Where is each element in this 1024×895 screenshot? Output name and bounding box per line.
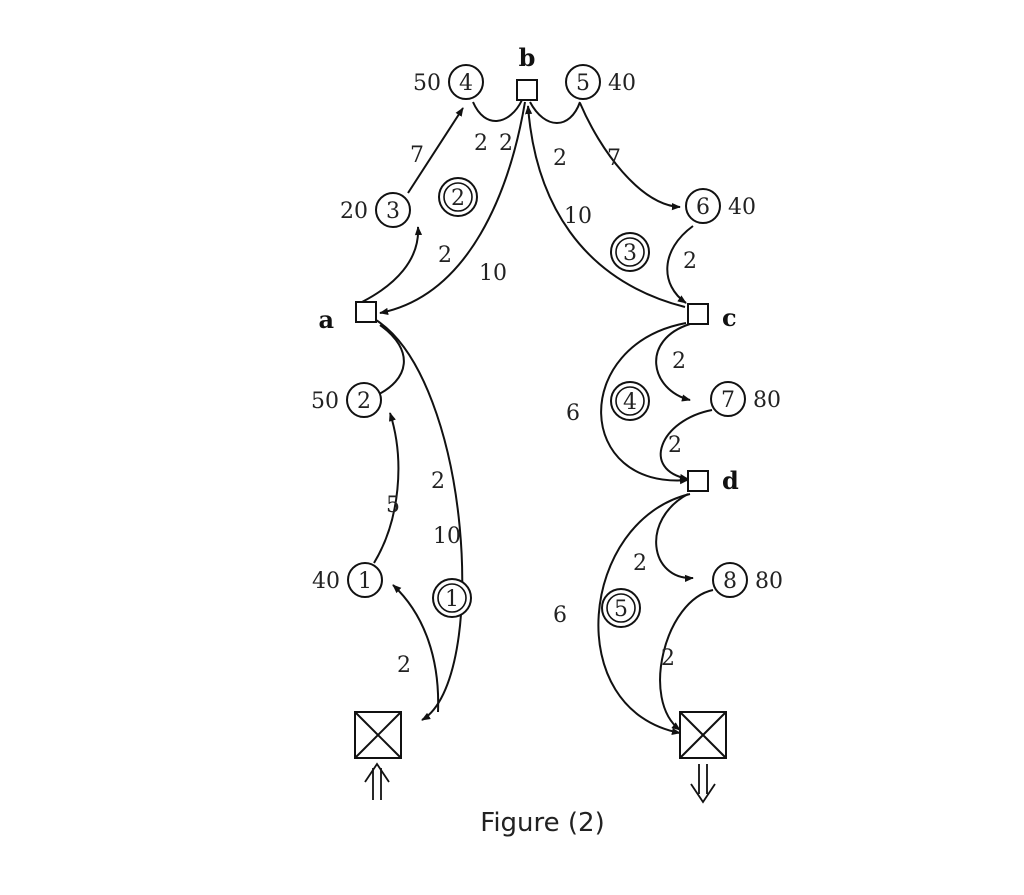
entry-arrow-icon [364,762,390,800]
point-c-square [687,303,709,325]
svg-text:2: 2 [357,389,371,414]
start-depot [354,711,402,759]
svg-text:5: 5 [576,71,590,96]
edge-a-to-3 [361,226,423,303]
point-a-square [355,301,377,323]
node-8-value: 80 [755,569,783,594]
weight-6-c: 2 [683,249,697,274]
weight-a-start-10: 10 [433,524,461,549]
svg-text:4: 4 [459,71,473,96]
node-3-value: 20 [340,199,368,224]
svg-text:7: 7 [721,388,735,413]
node-4: 4 50 [413,64,484,100]
point-b-square [516,79,538,101]
node-1-value: 40 [312,569,340,594]
weight-5-6: 7 [607,146,621,171]
station-1: 1 [432,578,472,618]
svg-text:1: 1 [358,569,372,594]
svg-text:6: 6 [696,195,710,220]
svg-text:2: 2 [451,186,465,211]
node-4-value: 50 [413,71,441,96]
weight-a-start-2: 2 [431,469,445,494]
node-5: 5 40 [565,64,636,100]
station-3: 3 [610,232,650,272]
node-2-value: 50 [311,389,339,414]
weight-4-b: 2 [474,131,488,156]
station-4: 4 [610,381,650,421]
weight-start-1: 2 [397,653,411,678]
node-6: 6 40 [685,188,756,224]
edge-b-to-5 [529,101,581,124]
edge-start-to-1 [392,584,440,713]
svg-text:1: 1 [445,587,459,612]
weight-a-3: 2 [438,243,452,268]
edge-6-to-c [666,225,694,304]
svg-text:4: 4 [623,390,637,415]
point-d-label: d [722,466,739,495]
weight-d-end: 6 [553,603,567,628]
svg-text:8: 8 [723,569,737,594]
figure-caption: Figure (2) [480,808,605,838]
point-d-square [687,470,709,492]
node-2: 2 50 [311,382,382,418]
edge-d-to-8 [655,493,694,582]
svg-text:3: 3 [386,199,400,224]
edge-c-to-d-outer [600,322,689,485]
svg-text:5: 5 [614,597,628,622]
edge-2-to-a [374,324,405,397]
edge-c-to-7 [655,323,691,402]
node-3: 3 20 [340,192,411,228]
edge-8-to-end [659,589,714,731]
weight-c-d-outer: 6 [566,401,580,426]
weight-7-d: 2 [668,433,682,458]
point-b-label: b [519,43,536,72]
node-1: 1 40 [312,562,383,598]
weight-c-b: 10 [564,204,592,229]
weight-b-a-2: 2 [499,131,513,156]
edge-7-to-d [659,409,713,482]
end-depot [679,711,727,759]
edge-3-to-4 [407,107,464,194]
edge-a-to-start [375,319,464,721]
node-5-value: 40 [608,71,636,96]
edge-1-to-2 [373,412,400,564]
weight-1-2: 5 [386,493,400,518]
svg-text:3: 3 [623,241,637,266]
weight-b-5: 2 [553,146,567,171]
station-5: 5 [601,588,641,628]
edge-b-to-a [379,101,526,315]
weight-3-4: 7 [410,143,424,168]
node-8: 8 80 [712,562,783,598]
weight-d-8: 2 [633,551,647,576]
node-7-value: 80 [753,388,781,413]
point-a-label: a [318,305,334,334]
edge-4-to-b [472,99,523,122]
edge-c-to-b [525,105,686,308]
edge-5-to-6 [579,102,681,211]
weight-8-end: 2 [661,646,675,671]
weight-c-7: 2 [672,349,686,374]
weight-b-a-10: 10 [479,261,507,286]
node-7: 7 80 [710,381,781,417]
station-2: 2 [438,177,478,217]
edge-d-to-end [597,493,691,735]
node-6-value: 40 [728,195,756,220]
point-c-label: c [722,303,737,332]
exit-arrow-icon [690,764,716,804]
